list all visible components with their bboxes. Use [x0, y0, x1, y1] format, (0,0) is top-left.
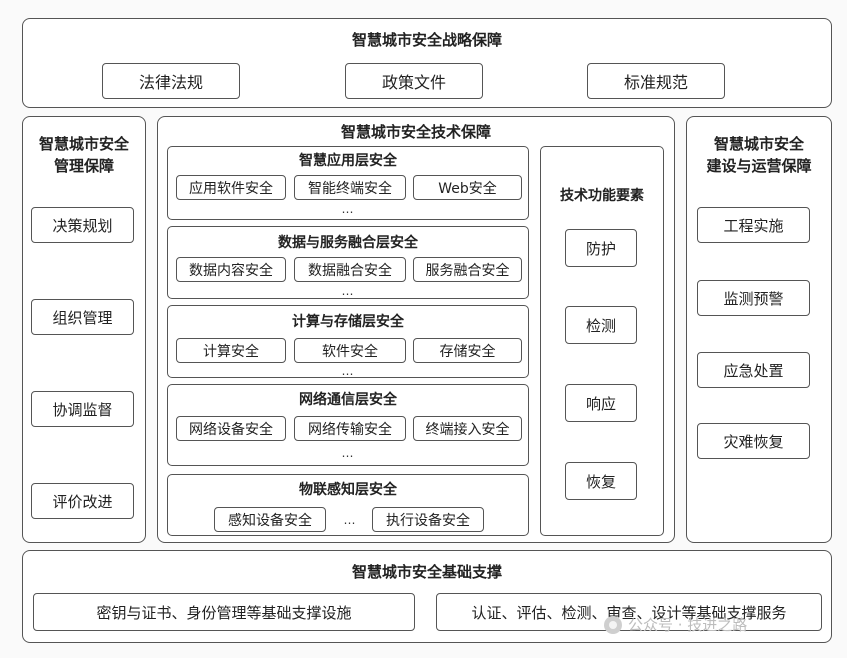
management-title-line2: 管理保障 [53, 157, 114, 175]
technical-title: 智慧城市安全技术保障 [340, 123, 491, 141]
foundation-item-infrastructure: 密钥与证书、身份管理等基础支撑设施 [33, 593, 415, 631]
foundation-item-services: 认证、评估、检测、审查、设计等基础支撑服务 [436, 593, 822, 631]
layer-item: 应用软件安全 [176, 175, 286, 200]
layer-item: 软件安全 [294, 338, 406, 363]
operation-item-emergency: 应急处置 [697, 352, 810, 388]
management-item-evaluation: 评价改进 [31, 483, 134, 519]
layer-title: 网络通信层安全 [299, 392, 397, 408]
function-elements-title: 技术功能要素 [560, 188, 644, 204]
management-item-organization: 组织管理 [31, 299, 134, 335]
ellipsis: … [341, 202, 355, 216]
function-item-protect: 防护 [565, 229, 637, 267]
ellipsis: … [343, 513, 357, 527]
layer-item: 网络传输安全 [294, 416, 406, 441]
management-panel: 智慧城市安全 管理保障 决策规划 组织管理 协调监督 评价改进 [22, 116, 146, 543]
foundation-panel: 智慧城市安全基础支撑 密钥与证书、身份管理等基础支撑设施 认证、评估、检测、审查… [22, 550, 832, 643]
function-item-recover: 恢复 [565, 462, 637, 500]
operation-item-disaster-recovery: 灾难恢复 [697, 423, 810, 459]
layer-title: 计算与存储层安全 [292, 314, 404, 330]
foundation-title: 智慧城市安全基础支撑 [351, 563, 502, 581]
ellipsis: … [341, 364, 355, 378]
watermark: 公众号 · 技进之路 [604, 614, 747, 635]
watermark-text: 公众号 · 技进之路 [628, 616, 748, 634]
strategy-item-standards: 标准规范 [587, 63, 725, 99]
operation-item-monitoring: 监测预警 [697, 280, 810, 316]
management-title-line1: 智慧城市安全 [38, 135, 129, 153]
ellipsis: … [341, 284, 355, 298]
layer-item: 终端接入安全 [413, 416, 522, 441]
layer-application: 智慧应用层安全 应用软件安全 智能终端安全 Web安全 … [167, 146, 529, 220]
operation-item-engineering: 工程实施 [697, 207, 810, 243]
layer-item: 数据内容安全 [176, 257, 286, 282]
management-item-decision: 决策规划 [31, 207, 134, 243]
layer-item: 智能终端安全 [294, 175, 406, 200]
layer-item: 网络设备安全 [176, 416, 286, 441]
layer-iot-perception: 物联感知层安全 感知设备安全 … 执行设备安全 [167, 474, 529, 536]
management-item-coordination: 协调监督 [31, 391, 134, 427]
operation-panel: 智慧城市安全 建设与运营保障 工程实施 监测预警 应急处置 灾难恢复 [686, 116, 832, 543]
strategy-item-policy: 政策文件 [345, 63, 483, 99]
layer-item: 存储安全 [413, 338, 522, 363]
layer-item: 数据融合安全 [294, 257, 406, 282]
technical-panel: 智慧城市安全技术保障 智慧应用层安全 应用软件安全 智能终端安全 Web安全 …… [157, 116, 675, 543]
wechat-official-account-icon [604, 615, 622, 634]
layer-item: 执行设备安全 [372, 507, 484, 532]
strategy-panel: 智慧城市安全战略保障 法律法规 政策文件 标准规范 [22, 18, 832, 108]
operation-title-line2: 建设与运营保障 [706, 157, 812, 175]
operation-title-line1: 智慧城市安全 [713, 135, 804, 153]
layer-item: 感知设备安全 [214, 507, 326, 532]
layer-item: Web安全 [413, 175, 522, 200]
strategy-title: 智慧城市安全战略保障 [351, 31, 502, 49]
layer-compute-storage: 计算与存储层安全 计算安全 软件安全 存储安全 … [167, 305, 529, 378]
layer-title: 物联感知层安全 [299, 482, 397, 498]
layer-item: 计算安全 [176, 338, 286, 363]
ellipsis: … [341, 446, 355, 460]
layer-title: 数据与服务融合层安全 [278, 235, 418, 251]
layer-item: 服务融合安全 [413, 257, 522, 282]
layer-network: 网络通信层安全 网络设备安全 网络传输安全 终端接入安全 … [167, 384, 529, 466]
function-item-respond: 响应 [565, 384, 637, 422]
function-item-detect: 检测 [565, 306, 637, 344]
layer-title: 智慧应用层安全 [299, 153, 397, 169]
function-elements-panel: 技术功能要素 防护 检测 响应 恢复 [540, 146, 664, 536]
layer-data-service: 数据与服务融合层安全 数据内容安全 数据融合安全 服务融合安全 … [167, 226, 529, 299]
strategy-item-laws: 法律法规 [102, 63, 240, 99]
